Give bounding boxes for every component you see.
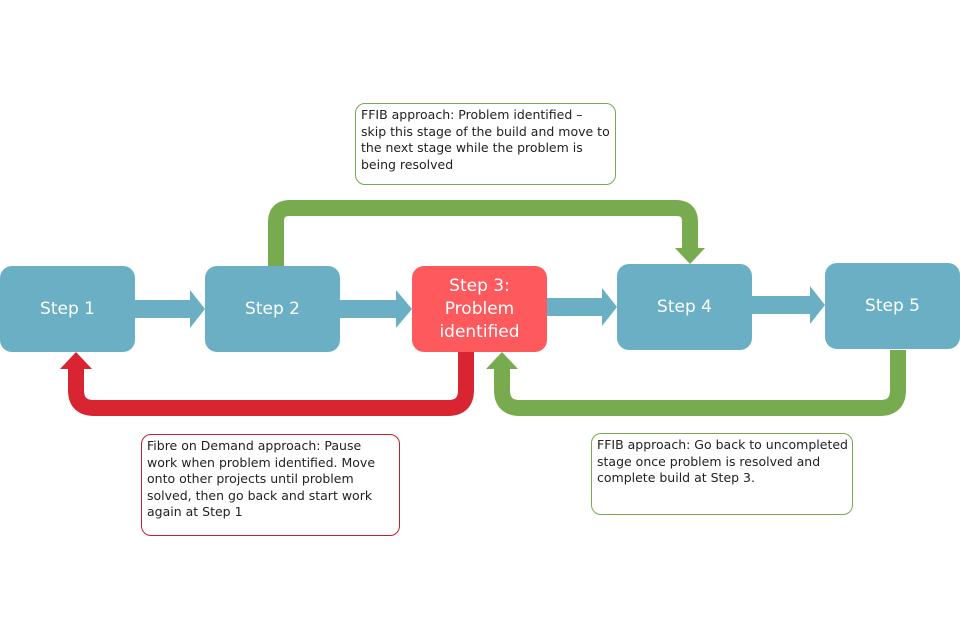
step-1-box: Step 1	[0, 266, 135, 352]
step-3-label-line-1: Step 3:	[449, 275, 510, 296]
step-5-label: Step 5	[865, 295, 920, 316]
fod-note: Fibre on Demand approach: Pause work whe…	[141, 434, 400, 536]
step-1-label: Step 1	[40, 298, 95, 319]
fod-note-text: Fibre on Demand approach: Pause work whe…	[147, 438, 376, 519]
step-4-box: Step 4	[617, 264, 752, 350]
ffib-skip-path	[268, 200, 698, 266]
arrow-step4-to-step5	[752, 286, 825, 324]
ffib-return-note-text: FFIB approach: Go back to uncompleted st…	[597, 437, 848, 485]
step-3-label-line-3: identified	[439, 321, 520, 342]
step-3-label-line-2: Problem	[444, 298, 515, 319]
arrow-step2-to-step3	[340, 290, 412, 328]
arrow-step1-to-step2	[135, 290, 205, 328]
fod-return-arrowhead	[60, 352, 92, 369]
arrow-step3-to-step4	[547, 288, 617, 326]
step-3-problem-box: Step 3: Problem identified	[412, 266, 547, 352]
ffib-return-arrowhead	[486, 352, 518, 369]
ffib-skip-note-text: FFIB approach: Problem identified – skip…	[361, 107, 610, 172]
ffib-return-note: FFIB approach: Go back to uncompleted st…	[591, 433, 853, 515]
ffib-skip-note: FFIB approach: Problem identified – skip…	[355, 103, 616, 185]
step-2-label: Step 2	[245, 298, 300, 319]
step-2-box: Step 2	[205, 266, 340, 352]
ffib-skip-arrowhead	[675, 248, 705, 264]
fod-return-path	[68, 352, 474, 416]
step-4-label: Step 4	[657, 296, 712, 317]
ffib-return-path	[494, 350, 906, 416]
step-5-box: Step 5	[825, 263, 960, 349]
